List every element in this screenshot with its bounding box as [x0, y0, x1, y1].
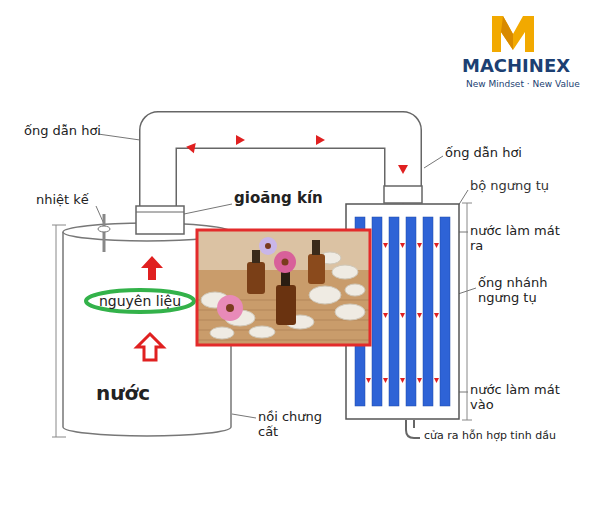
condenser-tube [423, 217, 433, 406]
stones [201, 252, 365, 339]
outlet-pipe [413, 420, 415, 428]
flow-arrow [186, 140, 199, 153]
part-label: nhiệt kế [36, 193, 89, 208]
part-label: ống dẫn hơi [445, 146, 522, 161]
part-label: ống dẫn hơi [24, 124, 101, 139]
outlet-pipe [406, 420, 420, 438]
part-label: ống nhánh ngưng tụ [478, 276, 558, 306]
dimension-tick [462, 203, 472, 204]
part-label: nước làm mát vào [470, 383, 560, 413]
flow-arrow [434, 243, 439, 248]
logo-mark [492, 16, 534, 52]
flow-arrow [316, 135, 325, 145]
outlet-label: cửa ra hỗn hợp tinh dầu [424, 430, 556, 443]
part-label: nước làm mát ra [470, 224, 560, 254]
flow-arrow [417, 243, 422, 248]
flow-arrow [383, 243, 388, 248]
flow-arrow [434, 378, 439, 383]
brand-tagline: New Mindset · New Value [466, 79, 580, 89]
seal-line [136, 212, 184, 213]
condenser-tube [372, 217, 382, 406]
node-text: nước [96, 382, 150, 405]
dimension-line [467, 203, 468, 420]
photo-background [197, 230, 370, 345]
photo-frame [197, 230, 370, 345]
dimension-lines [52, 203, 472, 437]
flow-arrow [400, 243, 405, 248]
node-text: nguyên liệu [84, 293, 196, 309]
flowers [217, 237, 296, 321]
logo-letter [492, 16, 534, 52]
flow-arrow [236, 135, 245, 145]
flow-arrow [400, 378, 405, 383]
flow-arrow [366, 378, 371, 383]
photo-inset [197, 230, 370, 345]
flow-arrow [400, 313, 405, 318]
flow-arrow [398, 165, 408, 174]
thermometer-collar [98, 226, 110, 232]
flow-arrow [383, 313, 388, 318]
brand-name: MACHINEX [462, 56, 570, 77]
flow-arrow [383, 378, 388, 383]
leader-line [98, 134, 140, 140]
part-label: gioăng kín [234, 190, 323, 207]
bottles [247, 240, 325, 325]
flow-arrow [417, 378, 422, 383]
dimension-tick [52, 437, 66, 438]
condenser-tube [389, 217, 399, 406]
material-ellipse: nguyên liệu [84, 288, 196, 314]
thermometer [103, 214, 106, 252]
leader-line [232, 414, 256, 418]
condenser-inlet [384, 186, 422, 203]
dimension-tick [52, 225, 66, 226]
flow-arrow [137, 334, 163, 360]
leader-line [184, 204, 232, 214]
flow-arrow [434, 313, 439, 318]
flow-arrow [417, 313, 422, 318]
dimension-line [56, 225, 57, 437]
flow-arrow [141, 256, 163, 280]
boiler-neck [136, 206, 184, 234]
photo-light [197, 230, 370, 270]
logo-shade [501, 16, 513, 50]
part-label: nồi chưng cất [258, 410, 338, 440]
condenser-tube [440, 217, 450, 406]
node-text: bộ ngưng tụ [470, 179, 549, 194]
leader-line [424, 156, 443, 168]
condenser-tube [406, 217, 416, 406]
dimension-tick [462, 420, 472, 421]
